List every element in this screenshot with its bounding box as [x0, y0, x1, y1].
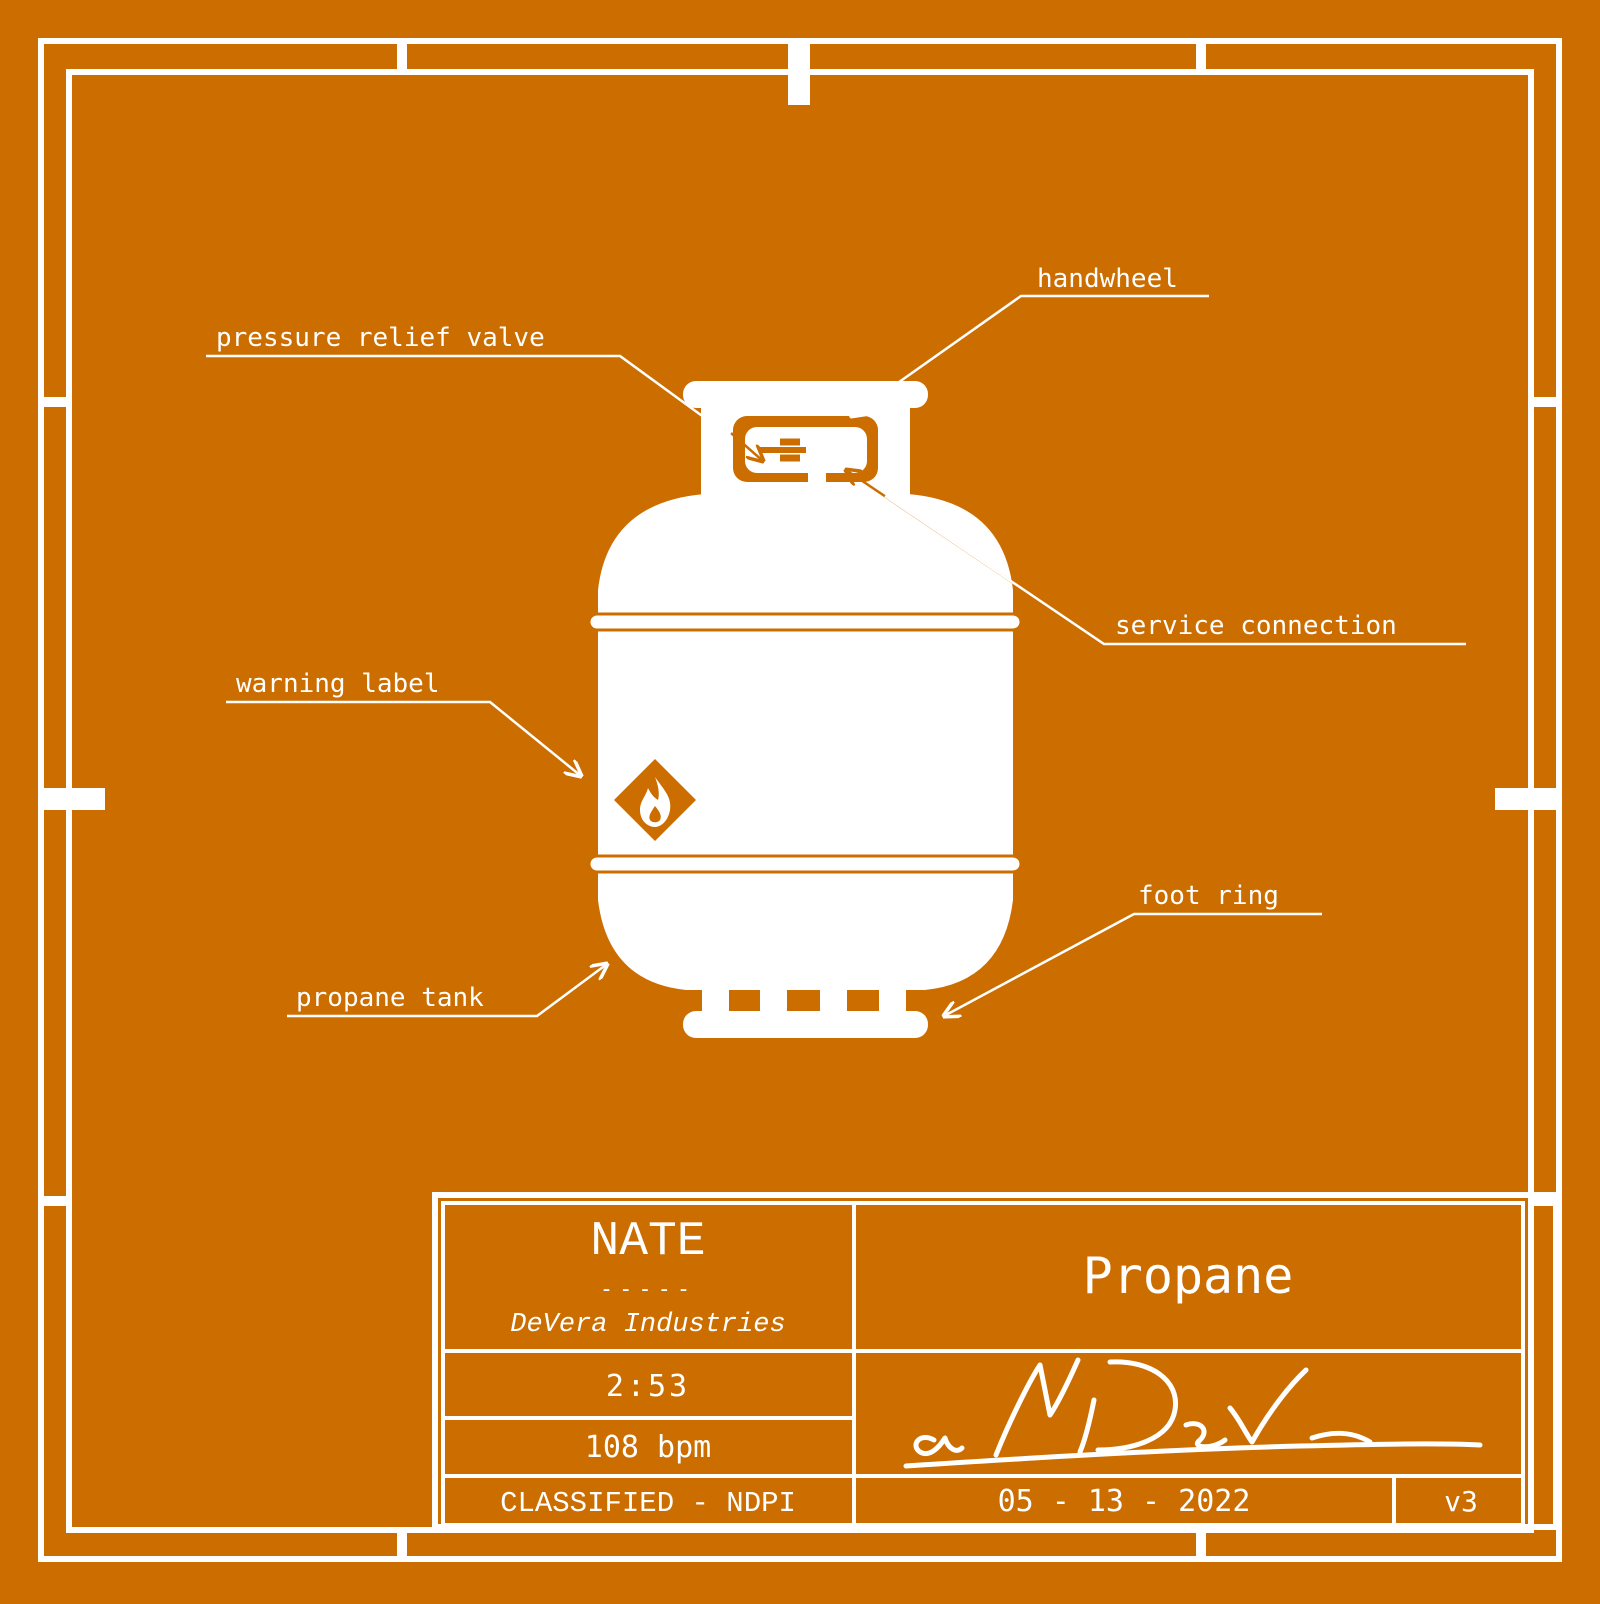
- label-handwheel: handwheel: [1037, 264, 1178, 294]
- callout-labels: pressure relief valve handwheel service …: [216, 264, 1397, 1013]
- label-propane-tank: propane tank: [296, 983, 484, 1013]
- tank-bands: [587, 612, 1023, 874]
- flame-hazard-icon: [614, 759, 696, 841]
- label-service-connection: service connection: [1115, 611, 1397, 641]
- drawing-date: 05 - 13 - 2022: [998, 1484, 1251, 1519]
- frame-ticks: [41, 41, 1559, 1559]
- author-name: NATE: [590, 1215, 705, 1269]
- label-foot-ring: foot ring: [1138, 881, 1279, 911]
- drawing-title: Propane: [1083, 1247, 1294, 1305]
- classification-text: CLASSIFIED - NDPI: [500, 1487, 796, 1520]
- collar-top: [683, 381, 928, 408]
- signature: [903, 1357, 1483, 1469]
- tempo-value: 108 bpm: [585, 1430, 711, 1465]
- label-pressure-relief-valve: pressure relief valve: [216, 323, 545, 353]
- callout-leaders: [206, 294, 1466, 1016]
- label-warning-label: warning label: [236, 669, 440, 699]
- valve-stem: [808, 473, 826, 487]
- tank-body: [598, 494, 1013, 990]
- title-block-text: NATE ----- DeVera Industries Propane 2:5…: [500, 1215, 1478, 1520]
- propane-tank-illustration: [587, 381, 1023, 1038]
- author-divider: -----: [600, 1277, 696, 1302]
- company-name: DeVera Industries: [510, 1310, 785, 1340]
- foot-ring-base: [683, 1011, 928, 1038]
- duration-value: 2:53: [606, 1369, 690, 1404]
- drawing-version: v3: [1444, 1485, 1478, 1518]
- title-block: [432, 1192, 1559, 1530]
